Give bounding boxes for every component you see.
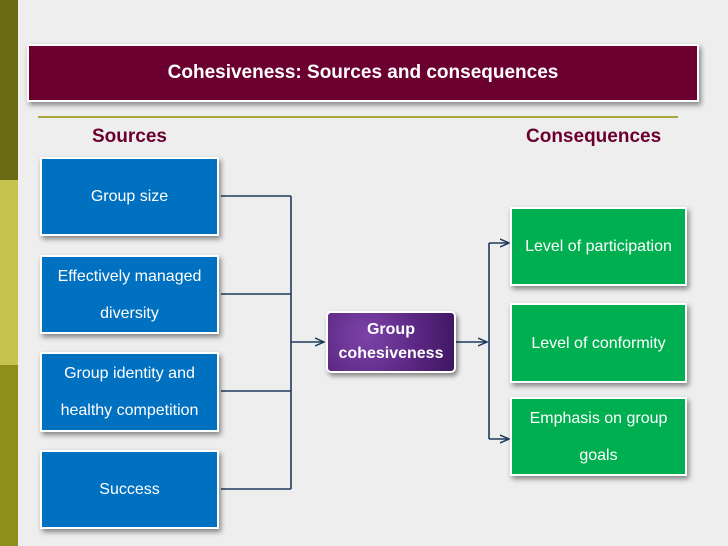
consequence-box-group-goals: Emphasis on group goals xyxy=(510,397,687,476)
consequence-box-text: Emphasis on group xyxy=(529,409,668,427)
center-box-text: cohesiveness xyxy=(338,345,444,362)
source-box-text: Effectively managed xyxy=(57,267,202,285)
source-box-text: healthy competition xyxy=(60,402,199,419)
source-box-text: Group size xyxy=(90,188,169,205)
source-box-text: Group identity and xyxy=(64,365,195,382)
sources-heading: Sources xyxy=(92,126,167,147)
decorative-stripe-top xyxy=(0,0,18,180)
slide-title: Cohesiveness: Sources and consequences xyxy=(167,62,559,83)
source-box-text: diversity xyxy=(100,304,159,322)
consequences-heading: Consequences xyxy=(526,126,662,147)
decorative-stripe-middle xyxy=(0,180,18,365)
source-box-group-identity: Group identity and healthy competition xyxy=(40,352,219,432)
source-box-diversity: Effectively managed diversity xyxy=(40,255,219,334)
source-box-text: Success xyxy=(99,481,160,498)
slide-title-bar: Cohesiveness: Sources and consequences xyxy=(27,44,699,102)
title-divider xyxy=(38,116,678,118)
consequence-box-text: Level of participation xyxy=(525,238,672,255)
consequence-box-text: goals xyxy=(579,446,618,464)
decorative-stripe-bottom xyxy=(0,365,18,546)
source-box-success: Success xyxy=(40,450,219,529)
consequence-box-conformity: Level of conformity xyxy=(510,303,687,383)
group-cohesiveness-box: Group cohesiveness xyxy=(326,311,456,373)
source-box-group-size: Group size xyxy=(40,157,219,236)
center-box-text: Group xyxy=(366,321,415,338)
consequence-box-text: Level of conformity xyxy=(531,334,666,352)
consequence-box-participation: Level of participation xyxy=(510,207,687,286)
